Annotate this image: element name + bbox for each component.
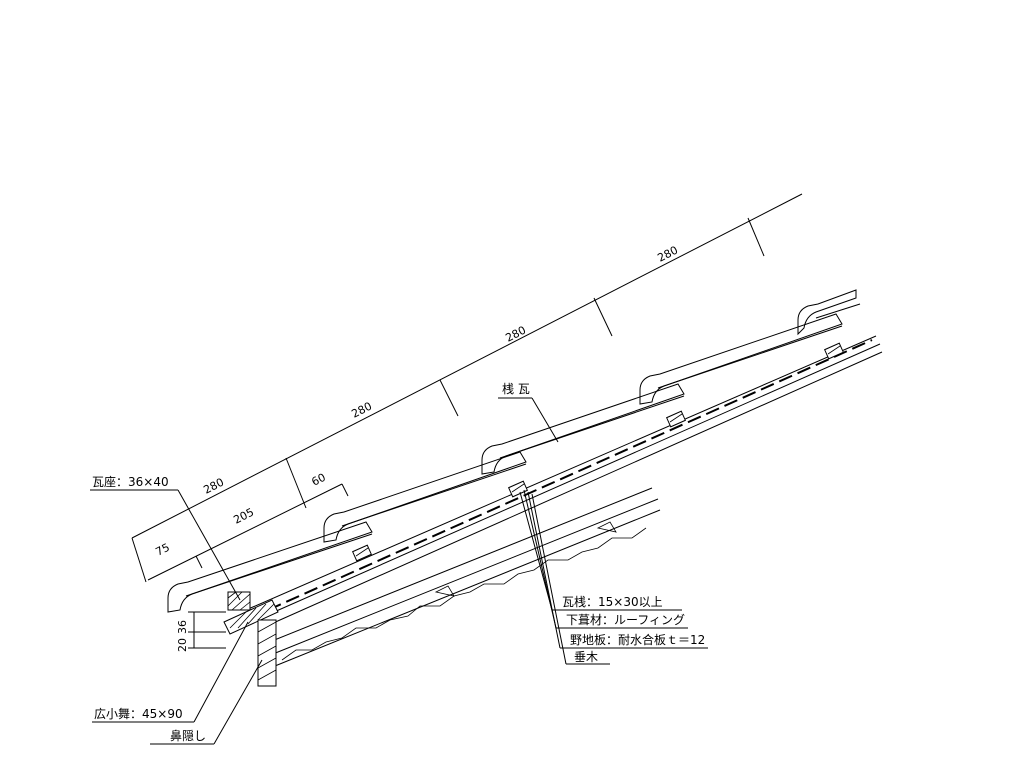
- dim-280-2: 280: [349, 400, 374, 421]
- dim-75: 75: [153, 541, 171, 559]
- hanakakushi-board: [257, 619, 277, 687]
- label-kawarasan: 瓦桟：15×30以上: [562, 595, 663, 609]
- label-hirokomai: 広小舞：45×90: [94, 707, 183, 721]
- rafter: [261, 487, 661, 669]
- leader-sangawara: [498, 397, 559, 443]
- dim-280-4: 280: [655, 244, 680, 265]
- kawaraza-block: [227, 591, 251, 611]
- roof-tiles: [167, 289, 861, 613]
- dim-36: 36: [176, 620, 189, 634]
- label-taruki: 垂木: [574, 650, 598, 664]
- roof-sheathing: [245, 335, 883, 629]
- dim-205: 205: [231, 506, 256, 527]
- leader-kawaraza: [90, 489, 241, 601]
- batten-1: [351, 544, 373, 562]
- label-nojiita: 野地板：耐水合板ｔ＝12: [570, 632, 705, 647]
- hirokomai-board: [223, 599, 279, 635]
- dim-60: 60: [309, 471, 327, 489]
- label-sangawara: 桟 瓦: [502, 382, 530, 396]
- slope-dimension-line: [131, 193, 803, 583]
- label-kawaraza: 瓦座：36×40: [92, 474, 169, 489]
- label-hanakakushi: 鼻隠し: [170, 728, 206, 743]
- batten-3: [665, 410, 687, 428]
- leader-hanakakushi: [150, 659, 263, 745]
- tile-battens: [351, 342, 845, 562]
- dim-20: 20: [176, 638, 189, 652]
- leader-right-group: [519, 489, 708, 665]
- dim-280-1: 280: [201, 476, 226, 497]
- vertical-dimension-36-20: [188, 611, 226, 649]
- batten-4: [823, 342, 845, 360]
- leader-hirokomai: [92, 621, 249, 723]
- label-shitabuki: 下葺材：ルーフィング: [566, 613, 685, 627]
- roofing-underlayment: [267, 339, 873, 611]
